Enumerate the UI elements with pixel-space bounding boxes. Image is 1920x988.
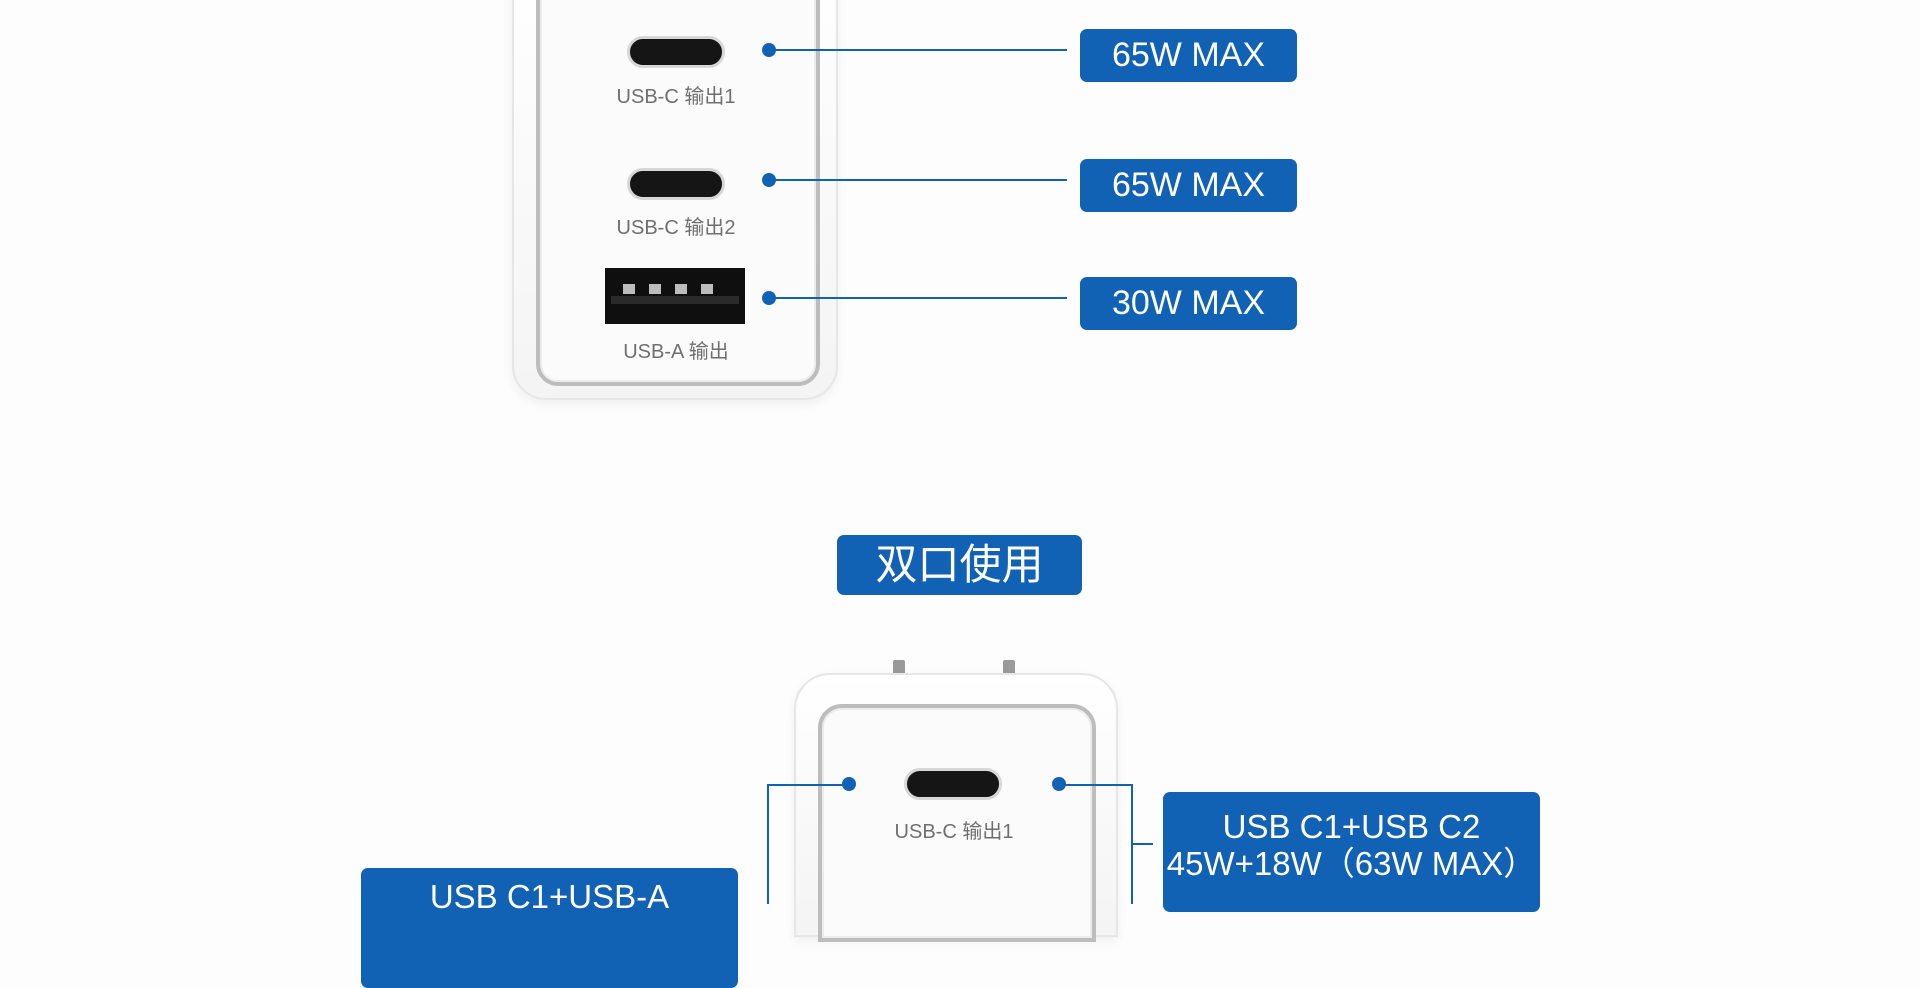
callout-line <box>1059 784 1133 786</box>
callout-line <box>769 297 1067 299</box>
callout-line <box>769 179 1067 181</box>
combo-badge-c1-a: USB C1+USB-A <box>361 868 738 988</box>
combo-badge-c1-a-line1: USB C1+USB-A <box>429 878 670 915</box>
plug-prong-icon <box>893 660 905 676</box>
power-badge-usb-c-2: 65W MAX <box>1080 159 1297 212</box>
usb-c-port-icon <box>627 36 725 68</box>
usb-a-port-icon <box>605 268 745 324</box>
power-badge-usb-c-1: 65W MAX <box>1080 29 1297 82</box>
port-label-usb-c-2: USB-C 输出2 <box>616 217 736 239</box>
usb-c-port-icon <box>627 168 725 200</box>
combo-badge-c1-c2-line1: USB C1+USB C2 <box>1222 808 1481 845</box>
callout-line <box>767 784 849 786</box>
callout-line <box>767 784 769 904</box>
plug-prong-icon <box>1003 660 1015 676</box>
usb-c-port-icon <box>904 768 1002 800</box>
power-badge-usb-a: 30W MAX <box>1080 277 1297 330</box>
section-title-dual-port: 双口使用 <box>837 535 1082 595</box>
callout-dot <box>842 777 856 791</box>
port-label-usb-a: USB-A 输出 <box>623 341 729 363</box>
combo-badge-c1-c2-line2: 45W+18W（63W MAX） <box>1166 845 1537 882</box>
callout-line <box>769 49 1067 51</box>
port-label-usb-c-1-dual: USB-C 输出1 <box>894 821 1014 843</box>
callout-line <box>1131 843 1153 845</box>
combo-badge-c1-c2: USB C1+USB C2 45W+18W（63W MAX） <box>1163 792 1540 912</box>
port-label-usb-c-1: USB-C 输出1 <box>616 86 736 108</box>
